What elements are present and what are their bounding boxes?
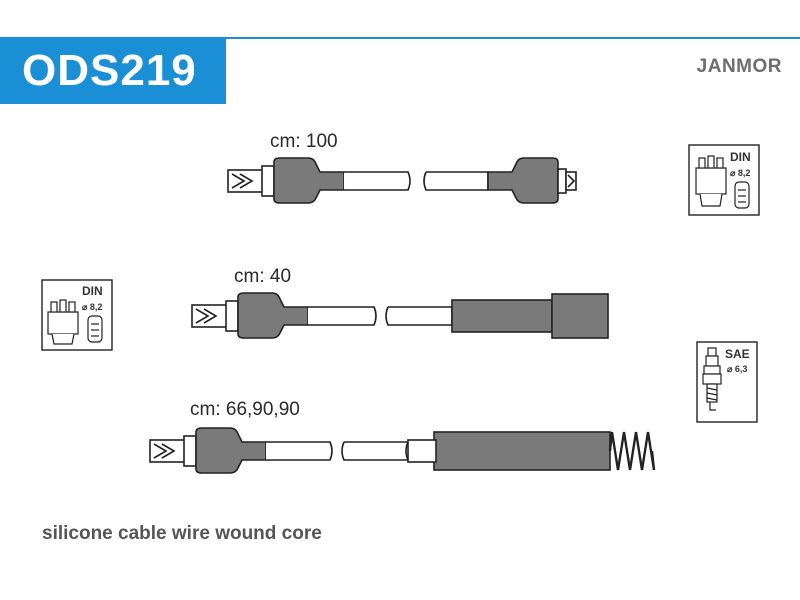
cable-1-right-terminal	[557, 168, 577, 194]
cable-2-length-label: cm: 40	[234, 266, 292, 287]
cable-2-straight-boot-cap	[551, 293, 609, 339]
cable-3-wire-right	[341, 441, 410, 461]
din-left-size: ⌀ 8,2	[82, 302, 102, 312]
cable-3-long-boot-neck	[407, 439, 437, 463]
header-rule	[226, 37, 800, 39]
cable-2-left-boot	[237, 292, 309, 339]
cable-3-wire-left	[266, 441, 333, 461]
din-left-standard: DIN	[82, 284, 103, 298]
footer-note: silicone cable wire wound core	[42, 523, 322, 544]
brand-name: JANMOR	[696, 56, 782, 77]
din-terminal-icon	[734, 181, 750, 209]
cable-1	[227, 157, 577, 204]
cable-1-wire-left	[344, 171, 411, 191]
part-number: ODS219	[22, 46, 197, 95]
cable-3-spring-terminal	[608, 431, 656, 471]
cable-3-left-boot	[195, 427, 267, 474]
cable-1-wire-right	[423, 171, 489, 191]
cable-1-length-label: cm: 100	[270, 131, 338, 152]
sae-badge-right: SAE ⌀ 6,3	[696, 341, 758, 423]
cable-2	[191, 292, 609, 339]
distributor-cap-icon	[47, 299, 79, 345]
cable-3	[149, 427, 656, 474]
cable-3-length-label: cm: 66,90,90	[190, 399, 300, 420]
cable-2-left-terminal	[191, 300, 239, 332]
sae-standard: SAE	[725, 347, 750, 361]
cable-1-left-terminal	[227, 165, 275, 197]
spark-plug-icon	[702, 347, 722, 411]
din-terminal-icon	[87, 315, 103, 343]
sae-size: ⌀ 6,3	[727, 364, 747, 374]
din-badge-left: DIN ⌀ 8,2	[41, 279, 113, 351]
cable-2-straight-boot	[451, 299, 553, 333]
din-right-size: ⌀ 8,2	[730, 168, 750, 178]
cable-1-right-boot	[487, 157, 559, 204]
cable-2-wire-right	[385, 306, 453, 326]
part-number-banner: ODS219	[0, 37, 226, 104]
cable-2-wire-left	[308, 306, 377, 326]
cable-1-left-boot	[273, 157, 345, 204]
din-badge-right: DIN ⌀ 8,2	[688, 144, 760, 216]
cable-3-left-terminal	[149, 435, 197, 467]
din-right-standard: DIN	[730, 150, 751, 164]
distributor-cap-icon	[695, 155, 727, 207]
cable-3-long-boot	[433, 431, 611, 471]
